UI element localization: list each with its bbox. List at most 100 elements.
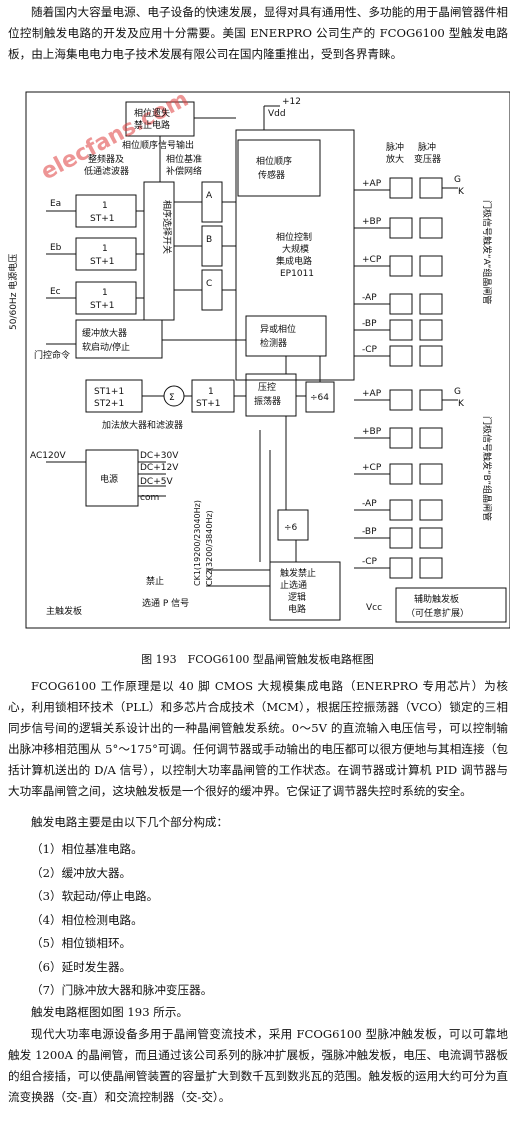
a-label: A [206, 191, 213, 201]
sine-filter-label-1: 整频器及 [88, 153, 124, 165]
trigger-gate-block [269, 561, 341, 621]
pulse-trans-label-2: 变压器 [414, 153, 441, 165]
sine-filter-label-2: 低通滤波器 [84, 165, 129, 177]
power-label: 电源 [100, 473, 118, 485]
inhibit-label: 禁止 [146, 575, 164, 587]
g-label-b: G [454, 387, 461, 397]
vco-label-2: 振荡器 [254, 395, 281, 407]
aux-board-block [395, 587, 507, 623]
vco-label-1: 压控 [258, 381, 276, 393]
st-d-top: 1 [208, 387, 214, 397]
dc12-label: DC+12V [140, 463, 179, 473]
buffer-label-2: 软启动/停止 [82, 341, 130, 353]
application-paragraph: 现代大功率电源设备多用于晶闸管变流技术，采用 FCOG6100 型脉冲触发板，可… [8, 1027, 508, 1104]
trigger-gate-label-2: 止选通 [280, 579, 307, 591]
add-amp-label: 加法放大器和滤波器 [102, 419, 183, 431]
st-b-top: 1 [102, 244, 108, 254]
st-b-bottom: ST+1 [90, 257, 114, 267]
phase-loss-label-2: 禁止电路 [134, 119, 170, 131]
channel-label-b3: -AP [362, 499, 377, 509]
st12-label-1: ST1+1 [94, 387, 124, 397]
sigma-label: Σ [169, 393, 175, 403]
lsi-label-4: EP1011 [280, 269, 314, 279]
lsi-label-2: 大规模 [282, 243, 309, 255]
com-label: com [140, 493, 159, 503]
b-label: B [206, 235, 212, 245]
channel-label-b5: -CP [362, 557, 378, 567]
eb-label: Eb [50, 243, 62, 253]
main-board-label: 主触发板 [46, 605, 82, 617]
mains-label: 50/60Hz 电源电压 [7, 254, 19, 330]
components-list: （1）相位基准电路。 （2）缓冲放大器。 （3）软起动/停止电路。 （4）相位检… [31, 838, 212, 1003]
ck2-label: CK2(3200/3840Hz) [205, 510, 214, 586]
pulse-amp-label-2: 放大 [386, 153, 404, 165]
phase-seq-label-2: 传感器 [258, 169, 285, 181]
phase-ref-label-2: 补偿网络 [166, 165, 202, 177]
dc30-label: DC+30V [140, 451, 179, 461]
figure-reference: 触发电路框图如图 193 所示。 [31, 1005, 189, 1019]
st-c-top: 1 [102, 288, 108, 298]
ec-label: Ec [50, 287, 61, 297]
aux-board-label-2: （可任意扩展） [406, 607, 469, 619]
trigger-gate-label-3: 逻辑 [288, 591, 306, 603]
list-item: （5）相位锁相环。 [31, 936, 132, 950]
phase-detector-block [245, 315, 327, 357]
vdd-label: Vdd [268, 109, 286, 119]
ac120-label: AC120V [30, 451, 66, 461]
channel-label-a1: +BP [362, 217, 382, 227]
list-item: （2）缓冲放大器。 [31, 865, 132, 880]
pulse-amp-label-1: 脉冲 [386, 141, 404, 153]
group-b-label: 门极信号触发“B”组晶闸管 [481, 416, 493, 521]
st12-label-2: ST2+1 [94, 399, 124, 409]
div64-label: ÷64 [310, 393, 329, 403]
list-item: （1）相位基准电路。 [31, 842, 143, 856]
channel-label-b2: +CP [362, 463, 382, 473]
figure-caption: 图 193 FCOG6100 型晶闸管触发板电路框图 [141, 653, 374, 666]
div6-block [277, 509, 309, 541]
phase-signal-label: 相位顺序信号输出 [122, 139, 194, 151]
aux-board-label-1: 辅助触发板 [414, 593, 459, 605]
channel-label-a2: +CP [362, 255, 382, 265]
trigger-gate-label-1: 触发禁止 [280, 567, 316, 579]
gate-cmd-label: 门控命令 [34, 349, 70, 361]
channel-label-b0: +AP [362, 389, 382, 399]
ea-label: Ea [50, 199, 61, 209]
lsi-label-3: 集成电路 [276, 255, 312, 267]
phase-seq-label-1: 相位顺序 [256, 155, 292, 167]
lsi-label-1: 相位控制 [276, 231, 312, 243]
div6-label: ÷6 [284, 523, 298, 533]
channel-label-a4: -BP [362, 319, 377, 329]
st-c-bottom: ST+1 [90, 301, 114, 311]
vcc-label: Vcc [366, 603, 382, 613]
buffer-block [75, 319, 163, 359]
block-diagram: elecfans.com 相位遗失 禁止电路 相位顺序信号输出 整频器及 低通滤… [7, 90, 510, 629]
group-a-label: 门极信号触发“A”组晶闸管 [481, 200, 493, 304]
phase-det-label-2: 检测器 [260, 337, 287, 349]
c-label: C [206, 279, 212, 289]
sel-switch-label: 相序选择开关 [161, 200, 173, 254]
channel-label-b1: +BP [362, 427, 382, 437]
trigger-gate-label-4: 电路 [288, 603, 306, 615]
select-p-label: 选通 P 信号 [142, 597, 189, 609]
components-intro: 触发电路主要是由以下几个部分构成： [31, 815, 229, 829]
phase-det-label-1: 异或相位 [260, 323, 296, 335]
st-d-bottom: ST+1 [196, 399, 220, 409]
channel-label-a0: +AP [362, 179, 382, 189]
channel-label-b4: -BP [362, 527, 377, 537]
channel-label-a5: -CP [362, 345, 378, 355]
list-item: （4）相位检测电路。 [31, 912, 143, 927]
list-item: （7）门脉冲放大器和脉冲变压器。 [31, 983, 213, 997]
intro-paragraph: 随着国内大容量电源、电子设备的快速发展，显得对具有通用性、多功能的用于晶闸管器件… [8, 5, 508, 61]
phase-loss-label-1: 相位遗失 [134, 107, 170, 119]
diagram-border [25, 91, 510, 629]
phase-ref-label-1: 相位基准 [166, 153, 202, 165]
ck1-label: CK1(19200/23040Hz) [193, 500, 202, 586]
list-item: （6）延时发生器。 [31, 959, 132, 974]
group-b-blocks [389, 389, 443, 579]
power-block [85, 449, 139, 507]
pulse-trans-label-1: 脉冲 [418, 141, 436, 153]
dc5-label: DC+5V [140, 477, 173, 487]
principle-paragraph: FCOG6100 工作原理是以 40 脚 CMOS 大规模集成电路（ENERPR… [8, 679, 508, 798]
group-a-blocks [389, 177, 443, 367]
